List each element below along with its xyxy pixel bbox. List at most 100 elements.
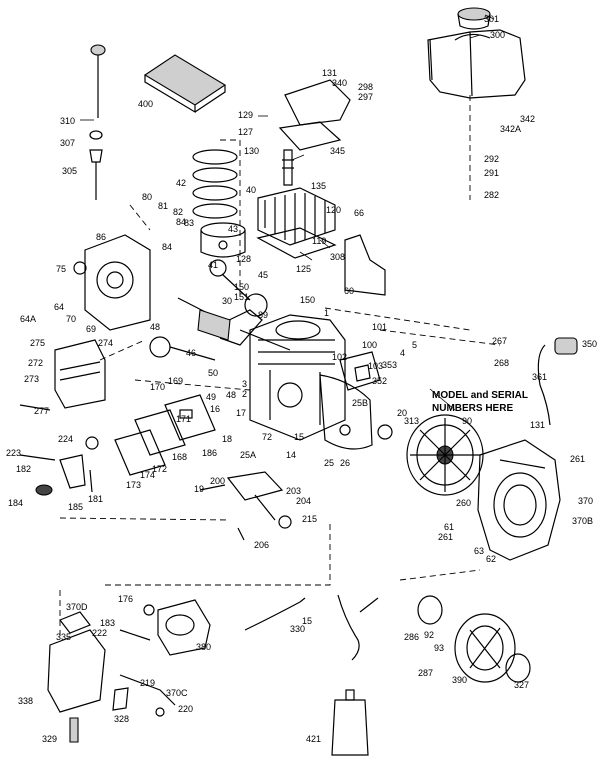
callout: 84	[162, 242, 172, 252]
callout: 5	[412, 340, 417, 350]
callout: 342A	[500, 124, 521, 134]
callout: 370D	[66, 602, 88, 612]
callout: 25	[324, 458, 334, 468]
callout: 30	[222, 296, 232, 306]
callout: 128	[236, 254, 251, 264]
callout: 310	[60, 116, 75, 126]
cam-gear	[149, 336, 216, 361]
callout: 72	[262, 432, 272, 442]
leader-lines	[80, 14, 495, 411]
flywheel	[406, 414, 484, 496]
callout: 200	[210, 476, 225, 486]
muffler	[19, 339, 106, 411]
callout: 42	[176, 178, 186, 188]
callout: 272	[28, 358, 43, 368]
callout: 15	[302, 616, 312, 626]
choke-parts	[19, 436, 99, 496]
callout: 297	[358, 92, 373, 102]
callout: 75	[56, 264, 66, 274]
callout: 2	[242, 389, 247, 399]
callout: 130	[244, 146, 259, 156]
callout: 119	[312, 236, 326, 246]
callout: 49	[206, 392, 216, 402]
callout: 286	[404, 632, 419, 642]
callout: 20	[397, 408, 407, 418]
callout: 101	[372, 322, 387, 332]
callout: 3	[242, 379, 247, 389]
fuel-tank	[427, 29, 526, 99]
bracket	[278, 79, 351, 151]
blower-housing	[477, 439, 561, 561]
callout: 82	[173, 207, 183, 217]
callout: 15	[294, 432, 304, 442]
callout: 181	[88, 494, 103, 504]
callout: 215	[302, 514, 317, 524]
crankshaft	[177, 297, 291, 351]
callout: 261	[438, 532, 453, 542]
callout: 400	[138, 99, 153, 109]
callout: 380	[196, 642, 211, 652]
note-line-1: MODEL and SERIAL	[432, 390, 528, 401]
callout: 275	[30, 338, 45, 348]
callout: 329	[42, 734, 57, 744]
callout: 26	[340, 458, 350, 468]
callout: 131	[322, 68, 337, 78]
callout: 267	[492, 336, 507, 346]
callout: 282	[484, 190, 499, 200]
dipstick	[89, 44, 106, 200]
spark-plug	[282, 149, 294, 186]
callout: 120	[326, 205, 341, 215]
cylinder-baffle	[344, 234, 386, 296]
callout: 89	[258, 310, 268, 320]
callout: 90	[462, 416, 472, 426]
callout: 80	[142, 192, 152, 202]
callout: 328	[114, 714, 129, 724]
callout: 421	[306, 734, 321, 744]
callout: 224	[58, 434, 73, 444]
callout: 61	[444, 522, 454, 532]
callout: 84	[176, 217, 186, 227]
callout: 390	[452, 675, 467, 685]
callout: 292	[484, 154, 499, 164]
callout: 169	[168, 376, 183, 386]
callout: 184	[8, 498, 23, 508]
callout: 277	[34, 406, 49, 416]
callout: 19	[194, 484, 204, 494]
callout: 93	[434, 643, 444, 653]
callout: 66	[354, 208, 364, 218]
callout: 46	[186, 348, 196, 358]
callout: 313	[404, 416, 419, 426]
callout: 298	[358, 82, 373, 92]
piston-rings	[192, 149, 238, 219]
callout: 69	[86, 324, 96, 334]
flywheel-washer	[377, 424, 393, 440]
callout: 48	[150, 322, 160, 332]
callout: 182	[16, 464, 31, 474]
callout: 17	[236, 408, 246, 418]
note-line-2: NUMBERS HERE	[432, 403, 513, 414]
callout: 287	[418, 668, 433, 678]
callout: 171	[176, 414, 191, 424]
callout: 291	[484, 168, 499, 178]
callout: 260	[456, 498, 471, 508]
callout: 125	[296, 264, 311, 274]
callout: 102	[332, 352, 347, 362]
callout: 203	[286, 486, 301, 496]
recoil-starter	[417, 595, 531, 683]
cylinder-head	[257, 187, 336, 246]
callout: 342	[520, 114, 535, 124]
carburetor	[119, 599, 211, 656]
callout: 174	[140, 470, 155, 480]
callout: 204	[296, 496, 311, 506]
air-filter	[143, 54, 227, 114]
callout: 206	[254, 540, 269, 550]
cylinder-shroud	[319, 374, 373, 450]
callout: 222	[92, 628, 107, 638]
callout: 335	[56, 632, 71, 642]
callout: 16	[210, 404, 220, 414]
ignition-coil	[339, 351, 381, 391]
governor-lever	[199, 471, 292, 541]
wire-harness	[337, 594, 379, 661]
callout: 63	[474, 546, 484, 556]
callout: 131	[530, 420, 545, 430]
